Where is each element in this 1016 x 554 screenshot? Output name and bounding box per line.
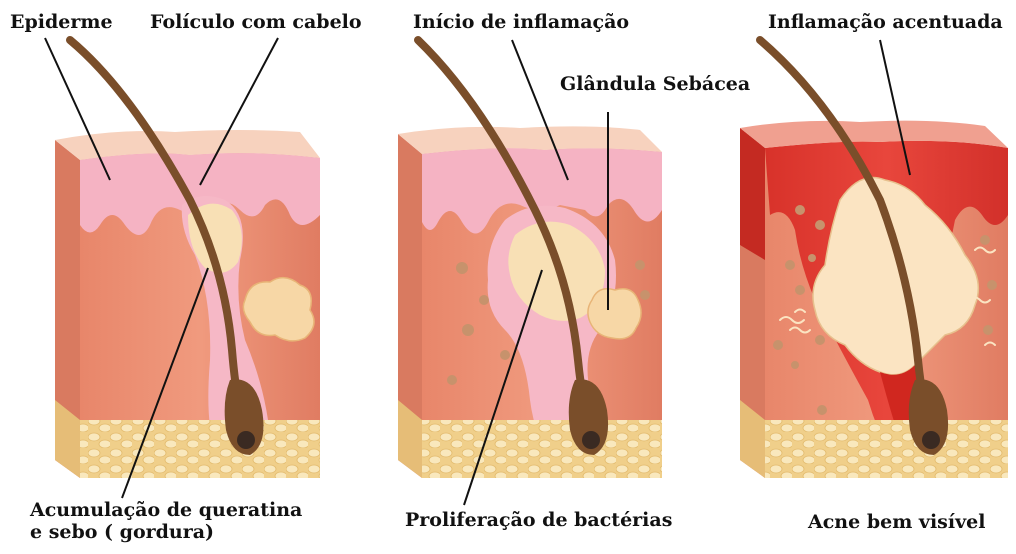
label-proliferacao: Proliferação de bactérias — [405, 510, 672, 532]
panel-stage-1 — [45, 38, 320, 498]
fat-layer — [422, 420, 662, 478]
label-glandula: Glândula Sebácea — [560, 74, 750, 96]
fat-layer — [765, 420, 1008, 478]
hair-papilla — [582, 431, 600, 449]
label-acumulacao: Acumulação de queratina e sebo ( gordura… — [30, 500, 302, 544]
label-epiderme: Epiderme — [10, 12, 113, 34]
panel-stage-3 — [740, 40, 1008, 478]
sebaceous-gland — [588, 289, 641, 339]
hair-papilla — [237, 431, 255, 449]
label-inflamacao: Inflamação acentuada — [768, 12, 1003, 34]
fat-layer — [80, 420, 320, 478]
label-acumulacao-line1: Acumulação de queratina — [30, 500, 302, 522]
hair-papilla — [922, 431, 940, 449]
inflamed-area-side — [740, 128, 765, 260]
label-acne: Acne bem visível — [808, 512, 985, 534]
label-acumulacao-line2: e sebo ( gordura) — [30, 522, 302, 544]
label-foliculo: Folículo com cabelo — [150, 12, 362, 34]
panel-stage-2 — [398, 40, 662, 505]
label-inicio: Início de inflamação — [413, 12, 629, 34]
